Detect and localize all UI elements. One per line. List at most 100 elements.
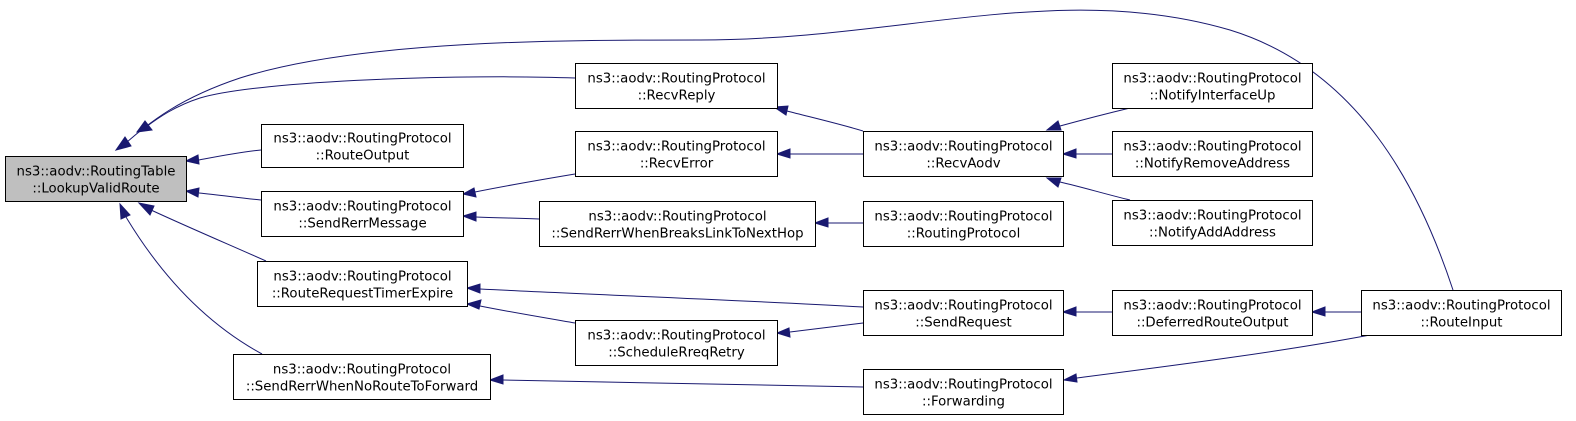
node-routeoutput[interactable]: ns3::aodv::RoutingProtocol::RouteOutput bbox=[261, 124, 464, 168]
node-namespace-label: ns3::aodv::RoutingProtocol bbox=[273, 132, 451, 147]
node-box[interactable] bbox=[539, 201, 816, 247]
node-method-label: ::ScheduleRreqRetry bbox=[608, 346, 745, 361]
edges-layer bbox=[114, 9, 1454, 388]
node-box[interactable] bbox=[5, 156, 187, 202]
node-box[interactable] bbox=[257, 261, 468, 307]
edge-recvaodv-to-recverror bbox=[775, 148, 863, 159]
edge-arrowhead bbox=[1045, 120, 1062, 131]
edge-line bbox=[150, 209, 267, 262]
node-namespace-label: ns3::aodv::RoutingProtocol bbox=[874, 140, 1052, 155]
edge-forwarding-to-sendrerrnoroute bbox=[488, 374, 864, 388]
node-method-label: ::RouteRequestTimerExpire bbox=[272, 287, 453, 302]
node-method-label: ::RouteInput bbox=[1421, 316, 1503, 331]
edge-line bbox=[479, 288, 864, 308]
node-notifyremove[interactable]: ns3::aodv::RoutingProtocol::NotifyRemove… bbox=[1112, 131, 1313, 177]
node-method-label: ::NotifyInterfaceUp bbox=[1150, 89, 1276, 104]
edge-line bbox=[1059, 107, 1131, 127]
node-namespace-label: ns3::aodv::RoutingProtocol bbox=[587, 329, 765, 344]
node-box[interactable] bbox=[863, 131, 1064, 177]
edge-line bbox=[475, 216, 540, 220]
node-namespace-label: ns3::aodv::RoutingProtocol bbox=[587, 72, 765, 87]
node-routeinput[interactable]: ns3::aodv::RoutingProtocol::RouteInput bbox=[1361, 290, 1562, 336]
node-namespace-label: ns3::aodv::RoutingProtocol bbox=[1123, 140, 1301, 155]
edge-routeoutput-to-lookup bbox=[184, 149, 262, 165]
edge-arrowhead bbox=[461, 211, 477, 222]
node-box[interactable] bbox=[261, 124, 464, 168]
node-routingprotocol[interactable]: ns3::aodv::RoutingProtocol::RoutingProto… bbox=[863, 201, 1064, 247]
node-method-label: ::SendRerrWhenNoRouteToForward bbox=[246, 380, 478, 395]
edge-arrowhead bbox=[184, 187, 200, 198]
edge-line bbox=[198, 192, 262, 201]
node-box[interactable] bbox=[261, 191, 464, 237]
node-namespace-label: ns3::aodv::RoutingProtocol bbox=[588, 210, 766, 225]
node-method-label: ::NotifyAddAddress bbox=[1149, 226, 1276, 241]
node-box[interactable] bbox=[1361, 290, 1562, 336]
node-box[interactable] bbox=[863, 201, 1064, 247]
node-box[interactable] bbox=[863, 290, 1064, 336]
edge-sendrequest-to-rrtimer bbox=[465, 283, 864, 308]
edge-line bbox=[789, 322, 864, 333]
node-method-label: ::SendRerrWhenBreaksLinkToNextHop bbox=[551, 227, 803, 242]
node-lookup[interactable]: ns3::aodv::RoutingTable::LookupValidRout… bbox=[5, 156, 187, 202]
node-rrtimer[interactable]: ns3::aodv::RoutingProtocol::RouteRequest… bbox=[257, 261, 468, 307]
node-box[interactable] bbox=[575, 63, 778, 109]
edge-recverror-to-sendrerrmsg bbox=[461, 173, 576, 198]
node-box[interactable] bbox=[1112, 131, 1313, 177]
edge-line bbox=[786, 110, 864, 132]
node-sendrerrnoroute[interactable]: ns3::aodv::RoutingProtocol::SendRerrWhen… bbox=[233, 354, 491, 400]
node-namespace-label: ns3::aodv::RoutingProtocol bbox=[874, 299, 1052, 314]
edge-arrowhead bbox=[465, 299, 482, 310]
node-method-label: ::NotifyRemoveAddress bbox=[1135, 157, 1290, 172]
node-notifyup[interactable]: ns3::aodv::RoutingProtocol::NotifyInterf… bbox=[1112, 63, 1313, 109]
edge-routingprotocol-to-sendrerrbreaks bbox=[813, 217, 863, 228]
node-namespace-label: ns3::aodv::RoutingProtocol bbox=[874, 378, 1052, 393]
node-method-label: ::RecvAodv bbox=[926, 157, 1000, 172]
node-box[interactable] bbox=[233, 354, 491, 400]
node-method-label: ::Forwarding bbox=[922, 395, 1005, 410]
node-namespace-label: ns3::aodv::RoutingProtocol bbox=[273, 363, 451, 378]
edge-arrowhead bbox=[465, 283, 481, 294]
node-method-label: ::RoutingProtocol bbox=[907, 227, 1021, 242]
node-sendrerrmsg[interactable]: ns3::aodv::RoutingProtocol::SendRerrMess… bbox=[261, 191, 464, 237]
node-box[interactable] bbox=[1112, 63, 1313, 109]
node-namespace-label: ns3::aodv::RoutingProtocol bbox=[273, 200, 451, 215]
node-recvreply[interactable]: ns3::aodv::RoutingProtocol::RecvReply bbox=[575, 63, 778, 109]
node-method-label: ::RecvError bbox=[640, 157, 714, 172]
node-box[interactable] bbox=[863, 369, 1064, 415]
node-method-label: ::SendRerrMessage bbox=[298, 217, 426, 232]
edge-line bbox=[125, 216, 263, 355]
edge-line bbox=[126, 9, 1454, 291]
node-namespace-label: ns3::aodv::RoutingProtocol bbox=[273, 270, 451, 285]
edge-arrowhead bbox=[488, 374, 504, 385]
edge-arrowhead bbox=[1062, 373, 1078, 383]
node-sendrerrbreaks[interactable]: ns3::aodv::RoutingProtocol::SendRerrWhen… bbox=[539, 201, 816, 247]
edge-sendrerrmsg-to-lookup bbox=[184, 187, 262, 201]
node-method-label: ::RecvReply bbox=[638, 89, 716, 104]
node-deferred[interactable]: ns3::aodv::RoutingProtocol::DeferredRout… bbox=[1112, 290, 1313, 336]
node-box[interactable] bbox=[1112, 200, 1313, 246]
node-method-label: ::RouteOutput bbox=[316, 149, 410, 164]
node-box[interactable] bbox=[575, 131, 778, 177]
edge-routeinput-to-lookup bbox=[114, 9, 1454, 291]
edge-arrowhead bbox=[137, 202, 155, 216]
node-recverror[interactable]: ns3::aodv::RoutingProtocol::RecvError bbox=[575, 131, 778, 177]
node-box[interactable] bbox=[575, 320, 778, 366]
node-forwarding[interactable]: ns3::aodv::RoutingProtocol::Forwarding bbox=[863, 369, 1064, 415]
node-namespace-label: ns3::aodv::RoutingProtocol bbox=[587, 140, 765, 155]
edge-arrowhead bbox=[775, 148, 791, 159]
nodes-layer: ns3::aodv::RoutingTable::LookupValidRout… bbox=[5, 63, 1562, 415]
node-method-label: ::LookupValidRoute bbox=[32, 182, 159, 197]
edge-arrowhead bbox=[1061, 306, 1077, 317]
node-namespace-label: ns3::aodv::RoutingProtocol bbox=[1372, 299, 1550, 314]
edge-line bbox=[1076, 334, 1371, 379]
node-box[interactable] bbox=[1112, 290, 1313, 336]
node-recvaodv[interactable]: ns3::aodv::RoutingProtocol::RecvAodv bbox=[863, 131, 1064, 177]
node-schedrreq[interactable]: ns3::aodv::RoutingProtocol::ScheduleRreq… bbox=[575, 320, 778, 366]
edge-line bbox=[145, 76, 576, 128]
edge-notifyremove-to-recvaodv bbox=[1061, 148, 1112, 159]
edge-line bbox=[502, 379, 864, 388]
node-notifyadd[interactable]: ns3::aodv::RoutingProtocol::NotifyAddAdd… bbox=[1112, 200, 1313, 246]
edge-arrowhead bbox=[775, 327, 791, 338]
node-sendrequest[interactable]: ns3::aodv::RoutingProtocol::SendRequest bbox=[863, 290, 1064, 336]
node-namespace-label: ns3::aodv::RoutingProtocol bbox=[1123, 299, 1301, 314]
